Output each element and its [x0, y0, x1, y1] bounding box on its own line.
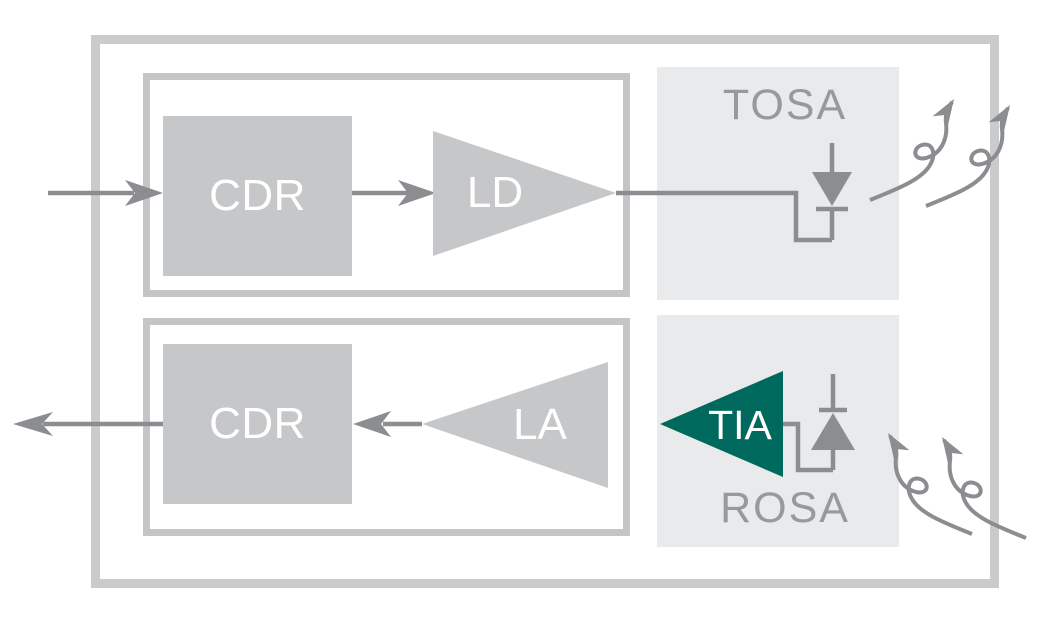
ld-label: LD — [466, 168, 524, 217]
laser-diode-icon — [812, 143, 852, 240]
ld-amplifier-triangle — [433, 131, 616, 256]
photodiode-icon — [811, 374, 855, 470]
rx-cdr-block: CDR — [163, 344, 352, 504]
module-outline — [91, 35, 999, 588]
la-amplifier-triangle — [422, 362, 608, 488]
tx-cdr-label: CDR — [209, 171, 306, 220]
rosa-label: ROSA — [720, 484, 850, 532]
tia-amplifier-triangle — [660, 371, 783, 477]
ld-to-tosa-trace — [616, 190, 832, 243]
rx-chip-outline — [143, 318, 630, 536]
rx-la-to-cdr-arrow — [353, 411, 422, 437]
photodiode-to-tia-trace — [783, 421, 833, 473]
tx-cdr-to-ld-arrow — [352, 180, 436, 206]
tosa-box — [657, 67, 899, 300]
rx-cdr-label: CDR — [209, 399, 306, 448]
tosa-label: TOSA — [722, 81, 848, 129]
tx-input-arrow — [48, 180, 163, 206]
la-label: LA — [513, 400, 567, 449]
tia-label: TIA — [708, 402, 772, 448]
tx-cdr-block: CDR — [163, 116, 352, 276]
rx-output-arrow — [13, 412, 163, 436]
tx-chip-outline — [143, 73, 630, 297]
